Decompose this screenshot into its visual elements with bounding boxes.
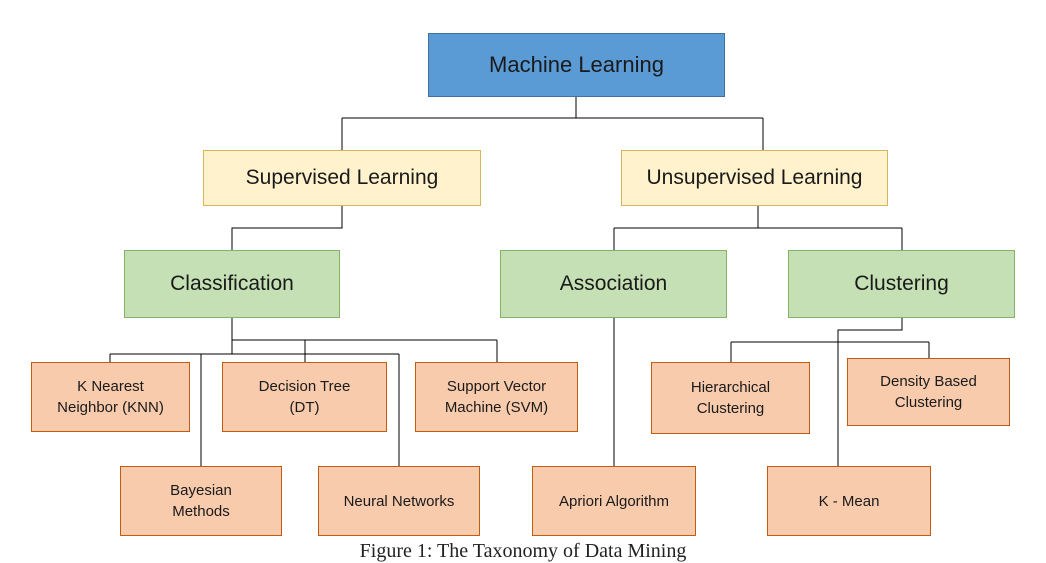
figure-caption: Figure 1: The Taxonomy of Data Mining: [359, 540, 687, 562]
connector-supervised-classification: [231, 206, 343, 250]
node-neural-networks-label: Neural Networks: [343, 492, 455, 510]
node-knn: K Nearest Neighbor (KNN): [31, 362, 190, 432]
node-density: Density Based Clustering: [847, 358, 1010, 426]
node-hierarchical: Hierarchical Clustering: [651, 362, 810, 434]
node-machine-learning: Machine Learning: [428, 33, 725, 97]
node-supervised-learning-label: Supervised Learning: [245, 166, 439, 189]
node-decision-tree: Decision Tree (DT): [222, 362, 387, 432]
node-classification-label: Classification: [170, 272, 294, 295]
node-neural-networks: Neural Networks: [318, 466, 480, 536]
node-bayesian: Bayesian Methods: [120, 466, 282, 536]
node-knn-label: K Nearest Neighbor (KNN): [57, 378, 164, 416]
node-unsupervised-learning: Unsupervised Learning: [621, 150, 888, 206]
node-association: Association: [500, 250, 727, 318]
node-clustering-label: Clustering: [854, 272, 949, 295]
node-hierarchical-label: Hierarchical Clustering: [690, 379, 771, 417]
node-decision-tree-label: Decision Tree (DT): [258, 378, 351, 416]
node-apriori-label: Apriori Algorithm: [558, 492, 670, 510]
node-supervised-learning: Supervised Learning: [203, 150, 481, 206]
node-bayesian-label: Bayesian Methods: [170, 482, 232, 520]
node-svm: Support Vector Machine (SVM): [415, 362, 578, 432]
connector-clustering-stem: [837, 318, 903, 466]
node-apriori: Apriori Algorithm: [532, 466, 696, 536]
node-association-label: Association: [559, 272, 668, 295]
node-clustering: Clustering: [788, 250, 1015, 318]
node-machine-learning-label: Machine Learning: [489, 52, 664, 77]
node-unsupervised-learning-label: Unsupervised Learning: [646, 166, 863, 189]
node-density-label: Density Based Clustering: [880, 373, 977, 411]
node-classification: Classification: [124, 250, 340, 318]
node-k-mean: K - Mean: [767, 466, 931, 536]
node-svm-label: Support Vector Machine (SVM): [444, 378, 549, 416]
node-k-mean-label: K - Mean: [818, 492, 880, 510]
